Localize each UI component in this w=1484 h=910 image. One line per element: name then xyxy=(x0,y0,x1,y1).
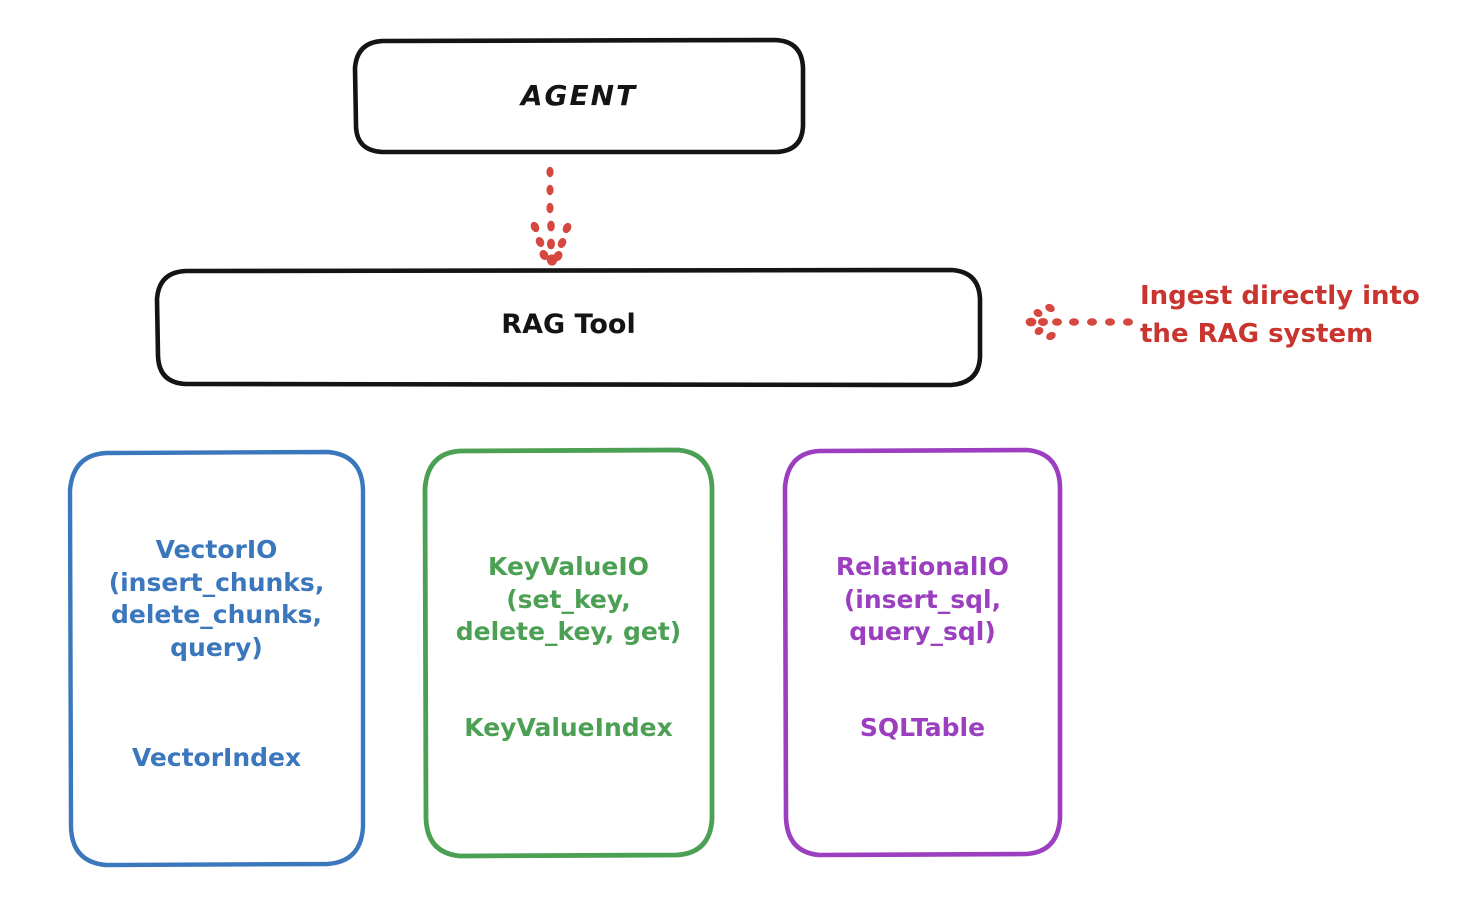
rag-tool-box-outline xyxy=(154,267,983,388)
vector-store-node[interactable] xyxy=(67,449,366,868)
relational-store-node[interactable] xyxy=(782,447,1063,858)
keyvalue-store-node[interactable] xyxy=(422,447,715,859)
ingest-arrow xyxy=(1025,303,1133,341)
rag-tool-node[interactable] xyxy=(154,267,983,388)
agent-node[interactable] xyxy=(352,37,806,155)
keyvalue-store-box-outline xyxy=(422,447,715,859)
relational-store-box-outline xyxy=(782,447,1063,858)
agent-box-outline xyxy=(352,37,806,155)
vector-store-box-outline xyxy=(67,449,366,868)
agent-to-rag-arrow xyxy=(530,166,572,266)
